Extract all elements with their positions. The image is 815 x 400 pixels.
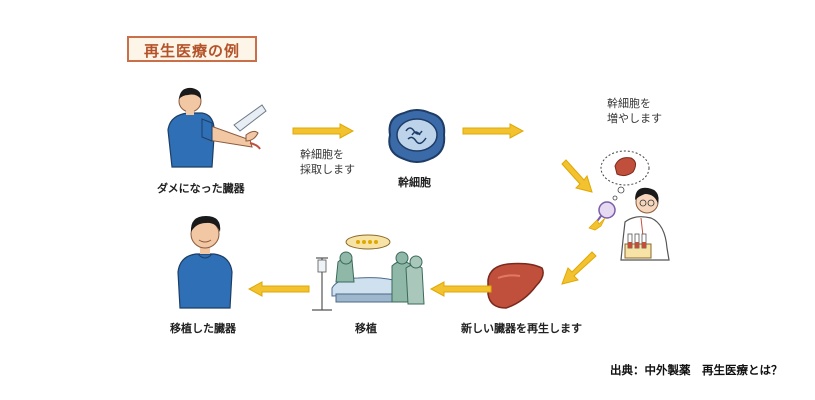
recovered-patient-illustration	[177, 216, 233, 309]
note-collect-stem-cells: 幹細胞を 採取します	[300, 147, 355, 177]
note-grow-line1: 幹細胞を	[607, 97, 651, 110]
step-transplant-label: 移植	[355, 322, 377, 335]
arrow-right-1	[292, 123, 355, 139]
source-credit: 出典：中外製薬 再生医療とは？	[610, 363, 783, 377]
note-collect-line2: 採取します	[300, 163, 355, 176]
patient-injection-illustration	[167, 87, 267, 168]
step-after-transplant-label: 移植した臓器	[170, 322, 236, 335]
arrow-down-left	[561, 251, 597, 285]
stem-cell-icon	[388, 109, 446, 163]
step-damaged-organ-label: ダメになった臓器	[157, 182, 245, 195]
arrow-left-2	[247, 281, 310, 297]
arrow-left-1	[429, 281, 492, 297]
step-new-organ-label: 新しい臓器を再生します	[461, 322, 582, 335]
note-collect-line1: 幹細胞を	[300, 148, 344, 161]
note-grow-line2: 増やします	[607, 112, 662, 125]
step-stem-cell-label: 幹細胞	[398, 176, 431, 189]
new-organ-icon	[487, 262, 544, 309]
researcher-illustration	[588, 150, 670, 261]
arrow-right-2	[462, 123, 525, 139]
arrow-down-right	[561, 159, 593, 193]
surgery-illustration	[312, 234, 425, 311]
diagram-title: 再生医療の例	[127, 36, 257, 62]
note-grow-stem-cells: 幹細胞を 増やします	[607, 96, 662, 126]
